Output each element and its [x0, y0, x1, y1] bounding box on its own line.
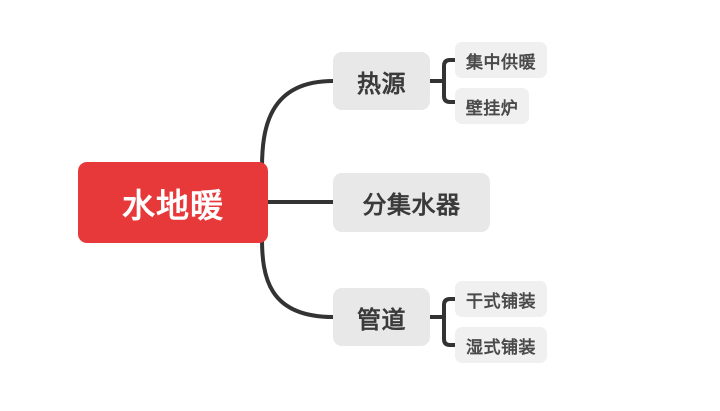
mindmap-branch-node-heat-source[interactable]: 热源 — [333, 52, 430, 110]
mindmap-leaf-node-dry-installation[interactable]: 干式铺装 — [455, 281, 547, 317]
connector-branch-2-bracket — [442, 297, 457, 347]
mindmap-branch-node-manifold[interactable]: 分集水器 — [333, 173, 490, 232]
mindmap-root-node[interactable]: 水地暖 — [78, 162, 268, 243]
mindmap-leaf-node-central-heating[interactable]: 集中供暖 — [455, 42, 547, 78]
mindmap-leaf-node-wet-installation[interactable]: 湿式铺装 — [455, 327, 547, 363]
mindmap-leaf-node-wall-hung-boiler[interactable]: 壁挂炉 — [455, 88, 529, 124]
mindmap-branch-node-pipeline[interactable]: 管道 — [333, 288, 430, 346]
connector-branch-0-bracket — [442, 58, 457, 104]
connector-root-to-branch-2 — [260, 236, 335, 319]
connector-root-to-branch-0 — [260, 79, 335, 170]
